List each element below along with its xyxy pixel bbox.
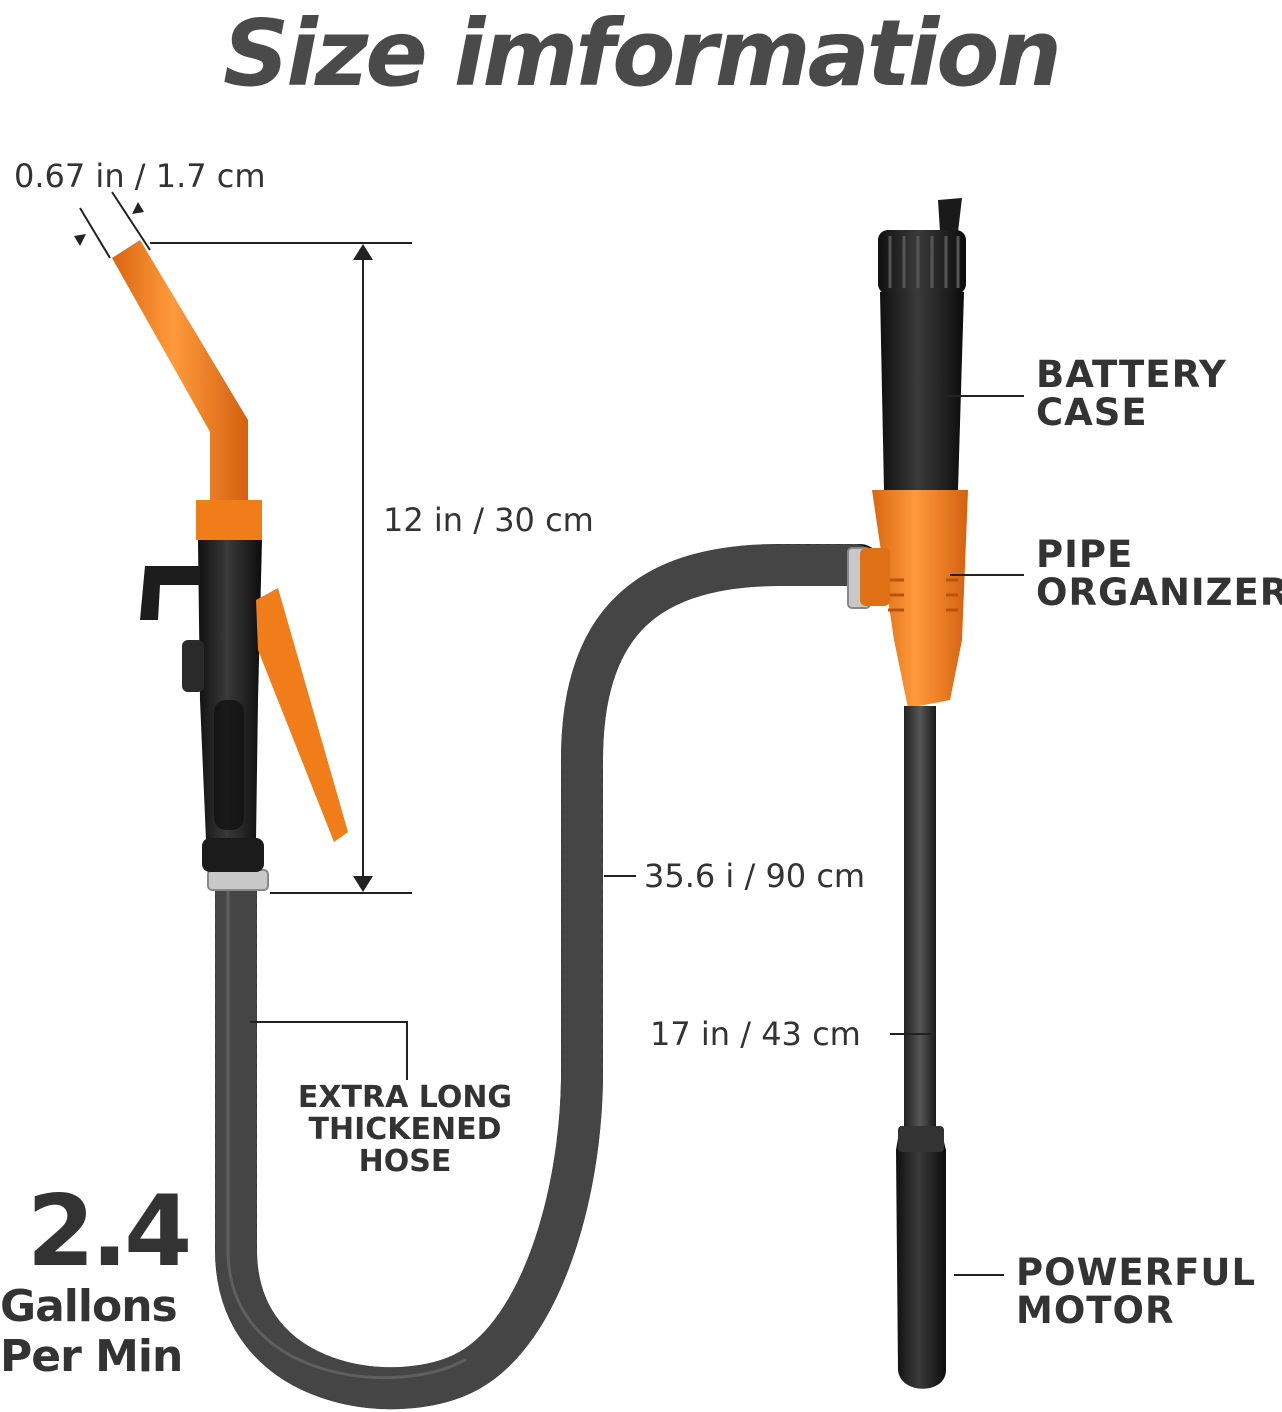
nozzle — [112, 240, 348, 872]
hose-callout: EXTRA LONG THICKENED HOSE — [297, 1080, 513, 1179]
flow-rate-value: 2.4 — [26, 1175, 193, 1289]
nozzle-length-dimension — [150, 242, 412, 894]
pump-body — [860, 198, 968, 1389]
tip-diameter-label: 0.67 in / 1.7 cm — [14, 157, 266, 195]
page-title: Size imformation — [223, 0, 1062, 107]
hose-clamp-left — [207, 869, 269, 891]
tip-dimension — [74, 191, 151, 259]
tube-length-label: 17 in / 43 cm — [650, 1015, 861, 1053]
hose-leader — [250, 1021, 408, 1080]
hose — [215, 544, 881, 1410]
powerful-motor-callout: POWERFUL MOTOR — [1016, 1251, 1257, 1332]
nozzle-length-label: 12 in / 30 cm — [383, 501, 594, 539]
battery-case-callout: BATTERY CASE — [1036, 353, 1227, 434]
flow-rate-unit-1: Gallons — [0, 1281, 178, 1332]
pipe-organizer-callout: PIPE ORGANIZER — [1036, 533, 1282, 614]
flow-rate: 2.4 Gallons Per Min — [0, 1182, 215, 1382]
hose-length-label: 35.6 i / 90 cm — [644, 857, 866, 895]
flow-rate-unit-2: Per Min — [0, 1331, 183, 1382]
